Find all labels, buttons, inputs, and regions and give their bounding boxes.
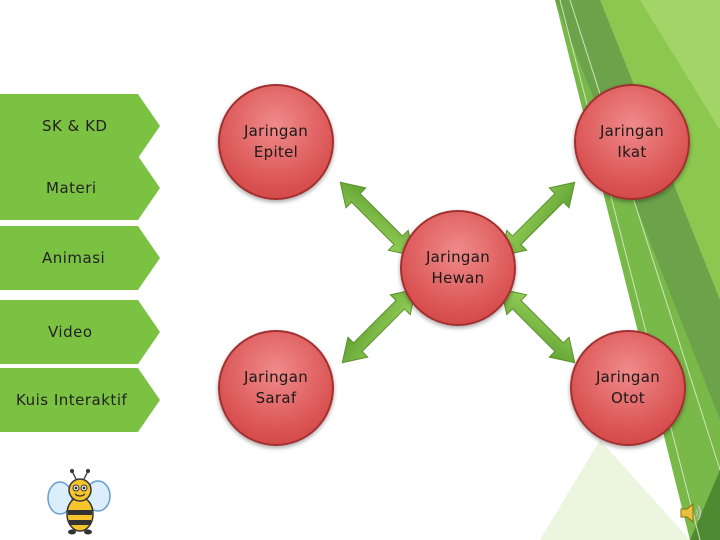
nav-item-label: Video: [48, 323, 93, 341]
nav-item-label: Kuis Interaktif: [16, 391, 128, 409]
nav-item-video[interactable]: Video: [0, 300, 160, 364]
node-label: Jaringan Hewan: [425, 248, 491, 287]
nav-item-kuis-interaktif[interactable]: Kuis Interaktif: [0, 368, 160, 432]
nav-arrow-shape: [0, 226, 160, 290]
speaker-icon[interactable]: [678, 500, 704, 526]
nav-arrow-shape: [0, 300, 160, 364]
nav-arrow-shape: [0, 156, 160, 220]
nav-arrow-shape: [0, 368, 160, 432]
bee-icon: [47, 469, 111, 535]
node-jaringan-otot[interactable]: Jaringan Otot: [570, 330, 686, 446]
node-label: Jaringan Ikat: [599, 122, 665, 161]
nav-item-label: Animasi: [42, 249, 106, 267]
nav-item-sk-kd[interactable]: SK & KD: [0, 94, 160, 158]
node-jaringan-hewan[interactable]: Jaringan Hewan: [400, 210, 516, 326]
node-label: Jaringan Epitel: [243, 122, 309, 161]
node-label: Jaringan Otot: [595, 368, 661, 407]
nav-item-label: Materi: [46, 179, 97, 197]
nav-item-label: SK & KD: [42, 117, 108, 135]
nav-item-materi[interactable]: Materi: [0, 156, 160, 220]
node-jaringan-ikat[interactable]: Jaringan Ikat: [574, 84, 690, 200]
node-jaringan-epitel[interactable]: Jaringan Epitel: [218, 84, 334, 200]
nav-item-animasi[interactable]: Animasi: [0, 226, 160, 290]
node-label: Jaringan Saraf: [243, 368, 309, 407]
node-jaringan-saraf[interactable]: Jaringan Saraf: [218, 330, 334, 446]
nav-arrow-shape: [0, 94, 160, 158]
